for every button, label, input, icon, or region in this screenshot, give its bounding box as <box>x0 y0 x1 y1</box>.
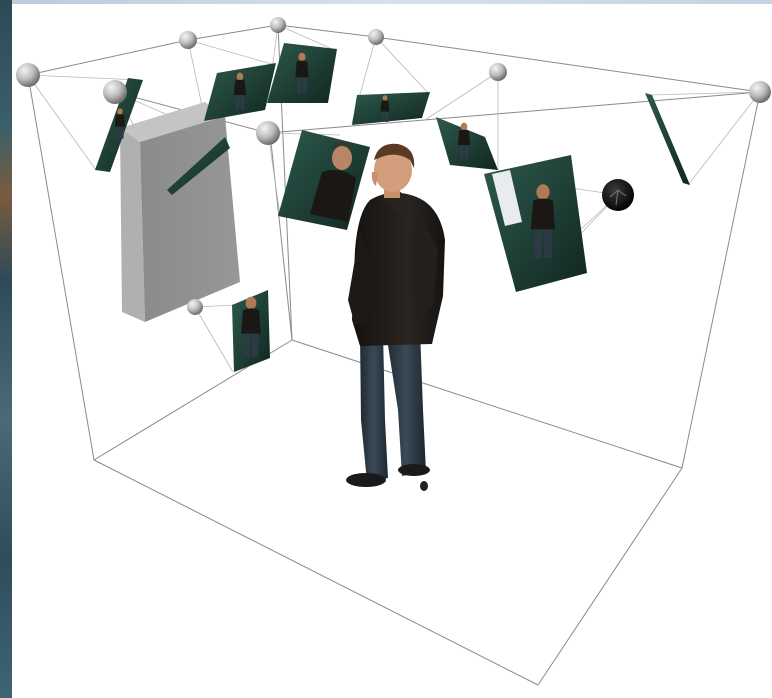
photo-6[interactable] <box>278 130 370 230</box>
photo-10[interactable] <box>232 290 270 372</box>
photo-9[interactable] <box>645 93 690 185</box>
sphere-camera-icon <box>16 63 40 87</box>
person-figure <box>346 144 445 491</box>
sphere-camera-icon <box>256 121 280 145</box>
sphere-camera-icon <box>270 17 286 33</box>
sphere-camera-icon <box>187 299 203 315</box>
sphere-camera-icon <box>179 31 197 49</box>
photo-7[interactable] <box>436 117 498 170</box>
sphere-camera-icon <box>103 80 127 104</box>
backdrop-panel <box>120 102 240 322</box>
sphere-camera-icon <box>368 29 384 45</box>
photo-3[interactable] <box>204 63 276 121</box>
photo-8[interactable] <box>484 155 587 292</box>
photo-4[interactable] <box>267 43 337 103</box>
sphere-camera-icon <box>749 81 771 103</box>
selected-camera-icon <box>602 179 634 211</box>
sphere-camera-icon <box>489 63 507 81</box>
